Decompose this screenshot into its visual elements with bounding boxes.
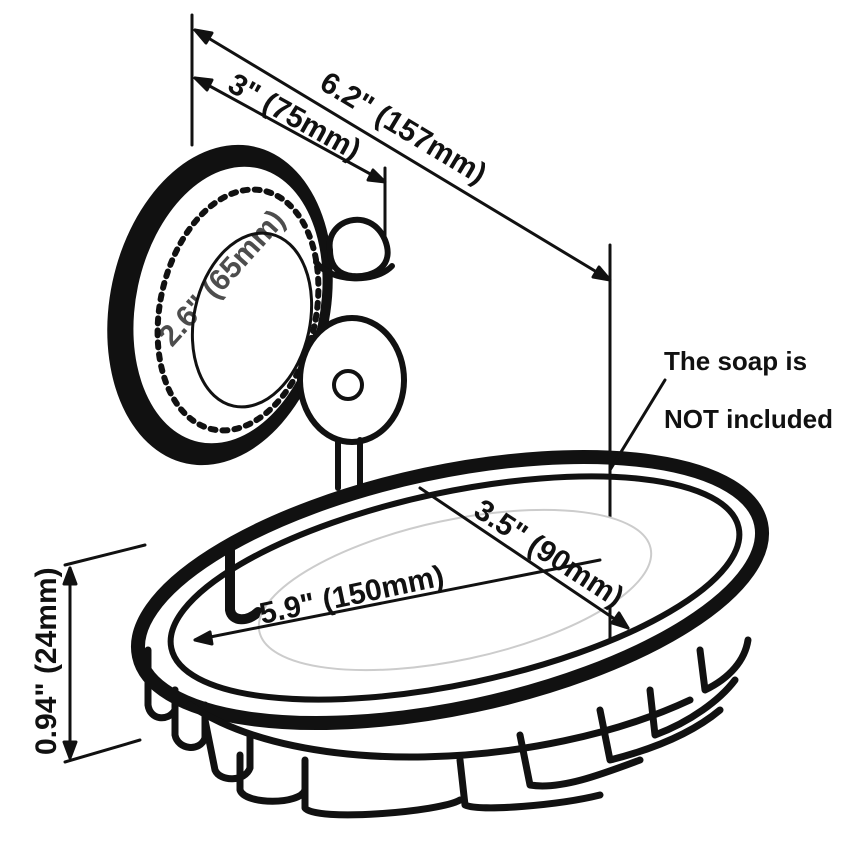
- wall-base-plate: [107, 144, 333, 466]
- soap-basket: [130, 449, 770, 819]
- soap-note-line1: The soap is: [664, 346, 807, 376]
- soap-note-line2: NOT included: [664, 404, 833, 434]
- dimension-lines: [190, 13, 612, 642]
- mount-arm: [297, 216, 407, 491]
- basket-dimension-lines: [62, 378, 667, 764]
- basket-height-label: 0.94" (24mm): [30, 567, 63, 755]
